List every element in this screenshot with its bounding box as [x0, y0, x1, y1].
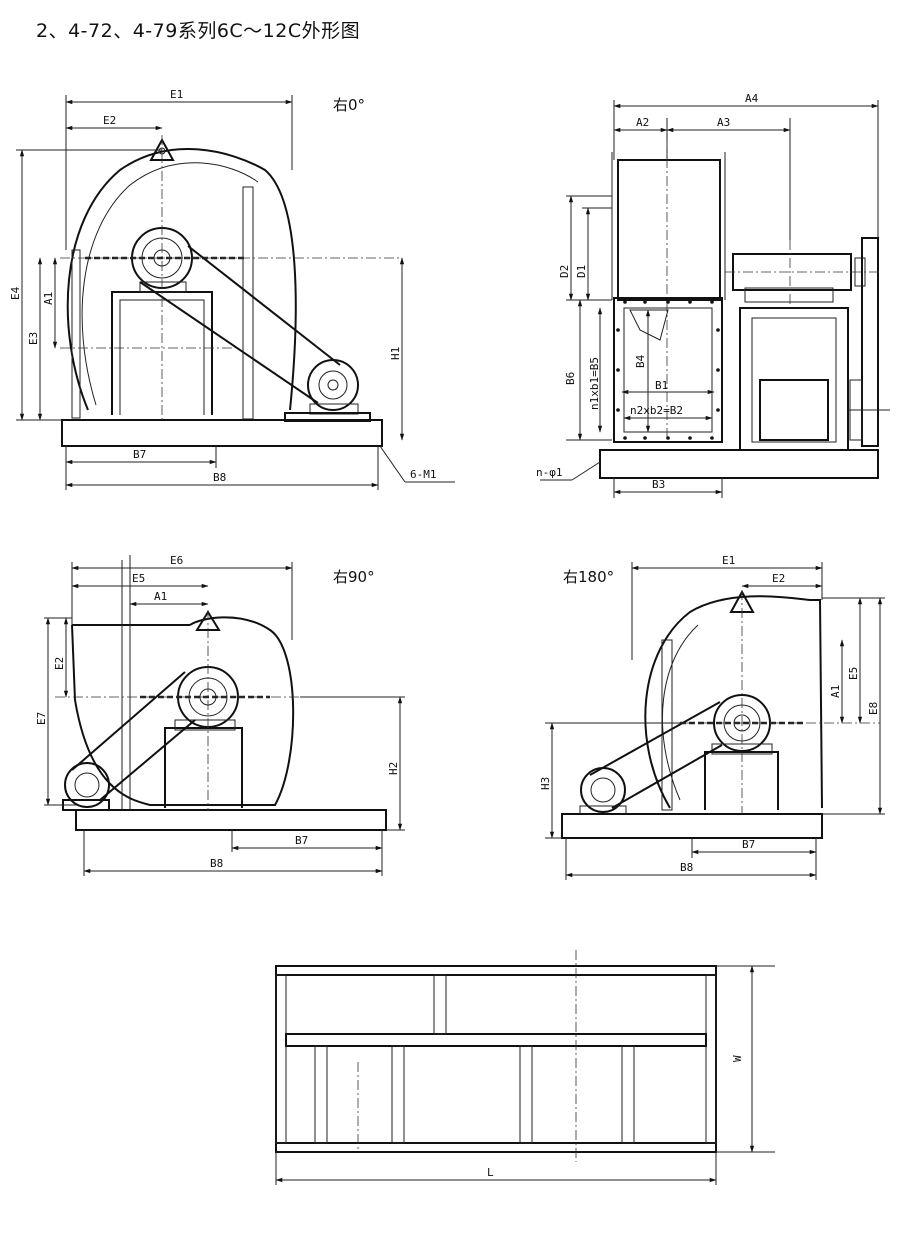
dim-D1: D1 — [575, 265, 588, 278]
dim-n2xb2: n2xb2=B2 — [630, 404, 683, 417]
dim-E2: E2 — [53, 657, 66, 670]
motor-pulley-180 — [580, 767, 626, 813]
dim-B8: B8 — [680, 861, 693, 874]
dim-A1: A1 — [829, 685, 842, 698]
dim-H2: H2 — [387, 762, 400, 775]
view-base-plan: W L — [275, 950, 775, 1185]
view-label-right180: 右180° — [563, 568, 614, 586]
fan-housing — [66, 148, 297, 411]
dim-6-M1: 6-M1 — [410, 468, 437, 481]
page-title: 2、4-72、4-79系列6C～12C外形图 — [36, 20, 361, 42]
outlet-flange — [613, 297, 723, 443]
dim-A1: A1 — [42, 292, 55, 305]
dim-B4: B4 — [634, 354, 647, 368]
dim-B6: B6 — [564, 372, 577, 385]
dim-E5: E5 — [132, 572, 145, 585]
dim-B3: B3 — [652, 478, 665, 491]
dim-B7: B7 — [133, 448, 146, 461]
dim-A2: A2 — [636, 116, 649, 129]
inlet-plate — [71, 249, 81, 419]
base-plan-frame — [275, 965, 717, 1153]
view-label-right0: 右0° — [333, 96, 365, 114]
dim-E5: E5 — [847, 667, 860, 680]
dim-E7: E7 — [35, 712, 48, 725]
flange-holes — [616, 300, 720, 440]
base-frame — [61, 419, 383, 447]
dim-E8: E8 — [867, 702, 880, 715]
dim-H3: H3 — [539, 777, 552, 790]
dim-n-phi1: n-φ1 — [536, 466, 563, 479]
base-frame-180 — [561, 813, 823, 839]
dim-W: W — [731, 1055, 744, 1062]
dim-D2: D2 — [558, 265, 571, 278]
side-base — [599, 449, 879, 479]
dim-B7: B7 — [742, 838, 755, 851]
dim-A4: A4 — [745, 92, 759, 105]
dim-B7: B7 — [295, 834, 308, 847]
motor-pulley-90 — [64, 762, 110, 808]
dim-A1: A1 — [154, 590, 167, 603]
dim-E2: E2 — [103, 114, 116, 127]
dim-E4: E4 — [9, 286, 22, 300]
dim-E2: E2 — [772, 572, 785, 585]
dim-A3: A3 — [717, 116, 730, 129]
housing-side — [617, 159, 721, 301]
dim-B8: B8 — [213, 471, 226, 484]
base-frame-90 — [75, 809, 387, 831]
dim-n1xb1: n1xb1=B5 — [588, 357, 601, 410]
motor-pulley — [307, 359, 359, 411]
dim-E3: E3 — [27, 332, 40, 345]
dim-E1: E1 — [170, 88, 183, 101]
view-right-180: 右180° E1 E2 E8 E5 A1 — [539, 554, 885, 880]
view-side: A4 A2 A3 — [536, 92, 890, 498]
view-right-0: 右0° E1 — [9, 88, 455, 490]
dim-B8: B8 — [210, 857, 223, 870]
dim-L: L — [487, 1166, 494, 1179]
dim-E6: E6 — [170, 554, 183, 567]
view-label-right90: 右90° — [333, 568, 375, 586]
view-right-90: 右90° E6 E5 A1 E7 E2 — [35, 554, 405, 876]
dim-B1: B1 — [655, 379, 668, 392]
dim-E1: E1 — [722, 554, 735, 567]
dim-H1: H1 — [389, 347, 402, 360]
